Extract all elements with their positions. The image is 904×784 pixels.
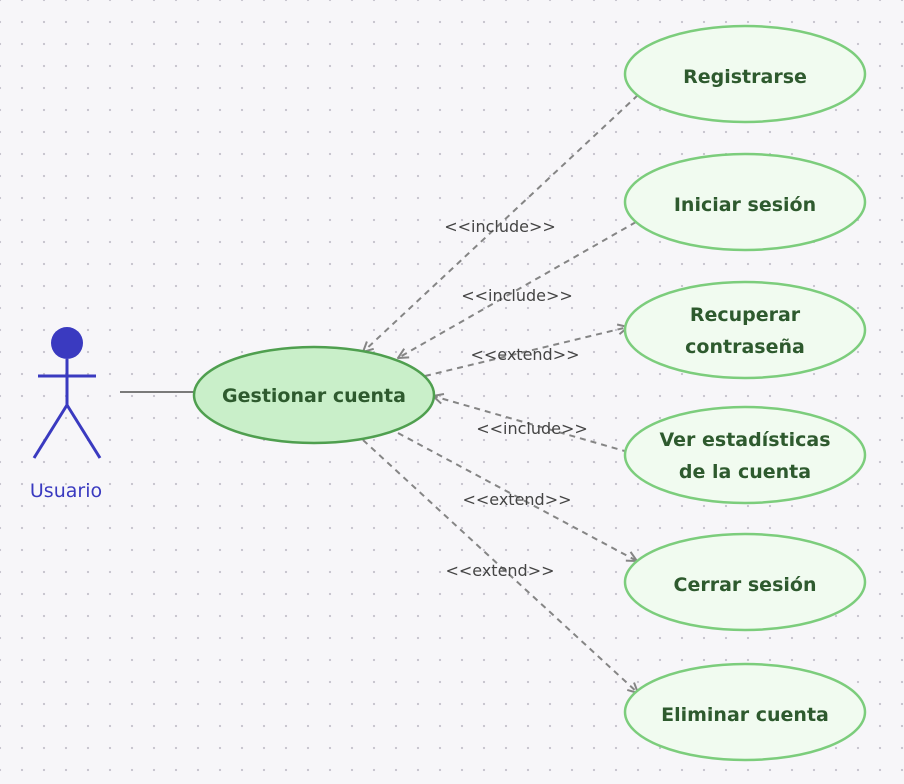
usecase-iniciar-sesion[interactable]: Iniciar sesión: [623, 152, 867, 252]
usecase-ver-estadisticas[interactable]: Ver estadísticas de la cuenta: [623, 405, 867, 505]
relation-line-ver-estadisticas: [433, 396, 629, 453]
relation: <<include>>: [398, 221, 637, 358]
relation-stereotype-label: <<include>>: [461, 286, 573, 305]
usecase-ellipse: [192, 345, 436, 445]
usecase-recuperar-contrasena[interactable]: Recuperar contraseña: [623, 280, 867, 380]
usecase-ellipse: [623, 24, 867, 124]
usecase-eliminar-cuenta[interactable]: Eliminar cuenta: [623, 662, 867, 762]
usecase-ellipse: [623, 152, 867, 252]
usecase-label: Registrarse: [683, 66, 807, 88]
relation: <<extend>>: [397, 432, 637, 561]
relation: <<extend>>: [362, 439, 638, 693]
usecase-ellipse: [623, 662, 867, 762]
relation: <<include>>: [433, 396, 629, 453]
actor-head: [51, 327, 83, 359]
usecase-label: Iniciar sesión: [674, 194, 816, 216]
relation-stereotype-label: <<include>>: [476, 419, 588, 438]
usecase-cerrar-sesion[interactable]: Cerrar sesión: [623, 532, 867, 632]
relation-line-registrarse: [363, 94, 639, 352]
actor-right-leg: [65, 404, 102, 459]
usecase-label: Cerrar sesión: [674, 574, 817, 596]
relation-stereotype-label: <<extend>>: [470, 345, 579, 364]
relation: <<include>>: [363, 94, 639, 352]
usecase-gestionar-cuenta[interactable]: Gestionar cuenta: [192, 345, 436, 445]
relation-stereotype-label: <<extend>>: [445, 561, 554, 580]
relation-line-cerrar-sesion: [397, 432, 637, 561]
relation: <<extend>>: [424, 327, 628, 377]
usecase-ellipse: [623, 405, 867, 505]
relation-line-recuperar: [424, 327, 628, 377]
usecase-label-line-2: contraseña: [685, 336, 805, 358]
actor-name: Usuario: [30, 480, 102, 502]
usecase-registrarse[interactable]: Registrarse: [623, 24, 867, 124]
relation-stereotype-label: <<include>>: [444, 217, 556, 236]
actor-usuario[interactable]: Usuario: [30, 327, 102, 502]
usecase-label: Eliminar cuenta: [661, 704, 829, 726]
relation-line-eliminar-cuenta: [362, 439, 638, 693]
usecase-label-line-1: Recuperar: [690, 304, 801, 326]
usecase-ellipse: [623, 280, 867, 380]
relation-line-iniciar-sesion: [398, 221, 637, 358]
usecase-label: Gestionar cuenta: [222, 385, 406, 407]
usecase-label-line-1: Ver estadísticas: [659, 429, 830, 451]
relation-stereotype-label: <<extend>>: [462, 490, 571, 509]
usecase-label-line-2: de la cuenta: [679, 461, 811, 483]
usecase-ellipse: [623, 532, 867, 632]
actor-left-leg: [32, 404, 69, 459]
